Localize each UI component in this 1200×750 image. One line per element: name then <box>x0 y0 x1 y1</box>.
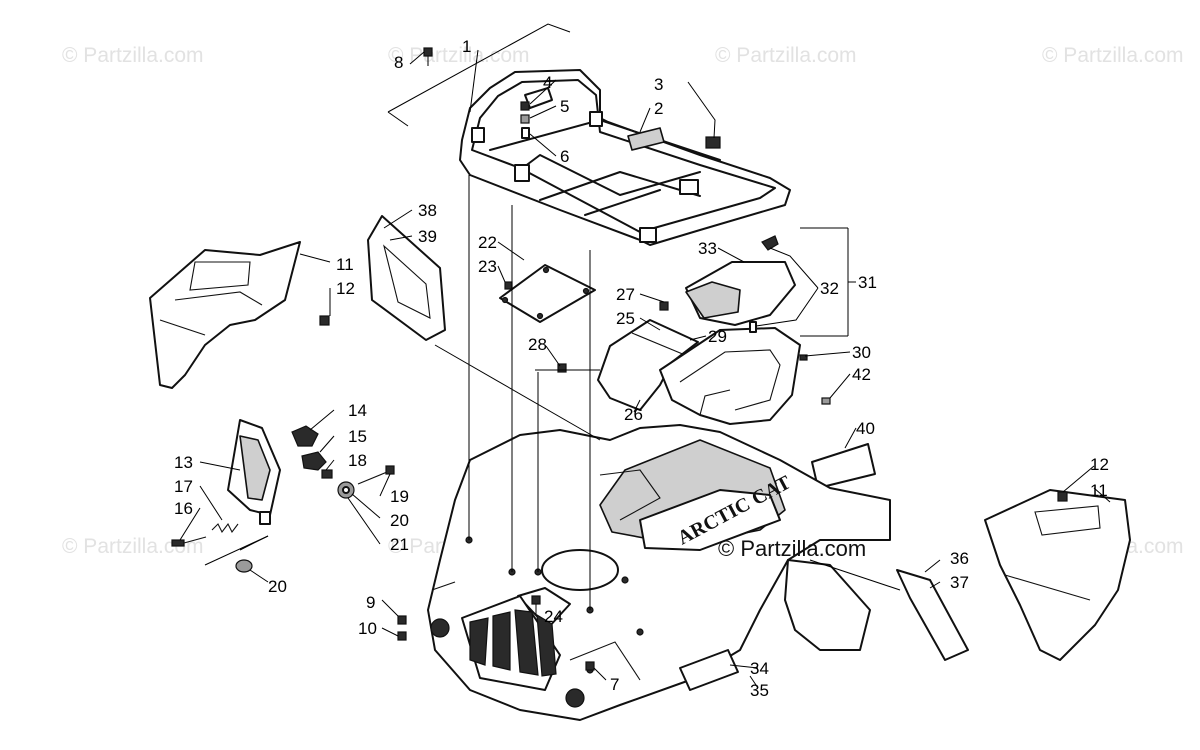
callout-3: 3 <box>654 75 663 94</box>
callout-17: 17 <box>174 477 193 496</box>
callout-5: 5 <box>560 97 569 116</box>
callout-39: 39 <box>418 227 437 246</box>
callout-12-right: 12 <box>1090 455 1109 474</box>
callout-20-bottom: 20 <box>268 577 287 596</box>
callout-leaders <box>179 49 1111 689</box>
callout-25: 25 <box>616 309 635 328</box>
callout-35: 35 <box>750 681 769 700</box>
lower-hardware <box>397 595 595 671</box>
callout-26: 26 <box>624 405 643 424</box>
callout-20-right: 20 <box>390 511 409 530</box>
right-side-panel <box>984 489 1131 661</box>
callout-29: 29 <box>708 327 727 346</box>
callout-10: 10 <box>358 619 377 638</box>
callout-34: 34 <box>750 659 769 678</box>
callout-labels: 1 2 3 4 5 6 7 8 9 10 11 11 12 12 13 14 1… <box>174 37 1109 700</box>
decal-36-37 <box>809 559 969 661</box>
callout-38: 38 <box>418 201 437 220</box>
callout-14: 14 <box>348 401 367 420</box>
callout-7: 7 <box>610 675 619 694</box>
callout-8: 8 <box>394 53 403 72</box>
plate-22 <box>499 264 596 323</box>
callout-4: 4 <box>543 73 552 92</box>
watermark-mid-1: © Partzilla.com <box>62 535 204 558</box>
callout-22: 22 <box>478 233 497 252</box>
watermark-top-1: © Partzilla.com <box>62 44 204 67</box>
callout-24: 24 <box>544 607 563 626</box>
rack-hardware <box>423 47 721 151</box>
callout-11-right: 11 <box>1090 481 1108 500</box>
callout-21: 21 <box>390 535 409 554</box>
storage-lid-31 <box>685 227 856 337</box>
callout-30: 30 <box>852 343 871 362</box>
watermark-top-3: © Partzilla.com <box>715 44 857 67</box>
callout-1: 1 <box>462 37 471 56</box>
callout-2: 2 <box>654 99 663 118</box>
grille <box>461 595 561 691</box>
callout-16: 16 <box>174 499 193 518</box>
watermark-center: © Partzilla.com <box>718 536 866 561</box>
watermark-top-2: © Partzilla.com <box>388 44 530 67</box>
callout-12-left: 12 <box>336 279 355 298</box>
callout-37: 37 <box>950 573 969 592</box>
watermark-top-4: © Partzilla.com <box>1042 44 1184 67</box>
callout-13: 13 <box>174 453 193 472</box>
rack-drawing <box>387 23 791 246</box>
callout-40: 40 <box>856 419 875 438</box>
storage-tray-29 <box>659 327 801 425</box>
callout-9: 9 <box>366 593 375 612</box>
headlight-assembly <box>171 419 395 573</box>
callout-36: 36 <box>950 549 969 568</box>
callout-27: 27 <box>616 285 635 304</box>
decal-38-39 <box>367 215 446 341</box>
callout-28: 28 <box>528 335 547 354</box>
callout-11-left: 11 <box>336 255 354 274</box>
callout-33: 33 <box>698 239 717 258</box>
callout-32: 32 <box>820 279 839 298</box>
callout-18: 18 <box>348 451 367 470</box>
callout-23: 23 <box>478 257 497 276</box>
left-side-panel <box>149 241 330 389</box>
callout-6: 6 <box>560 147 569 166</box>
guide-lines <box>434 175 601 610</box>
front-body <box>427 424 891 721</box>
callout-31: 31 <box>858 273 877 292</box>
callout-15: 15 <box>348 427 367 446</box>
callout-42: 42 <box>852 365 871 384</box>
callout-19: 19 <box>390 487 409 506</box>
